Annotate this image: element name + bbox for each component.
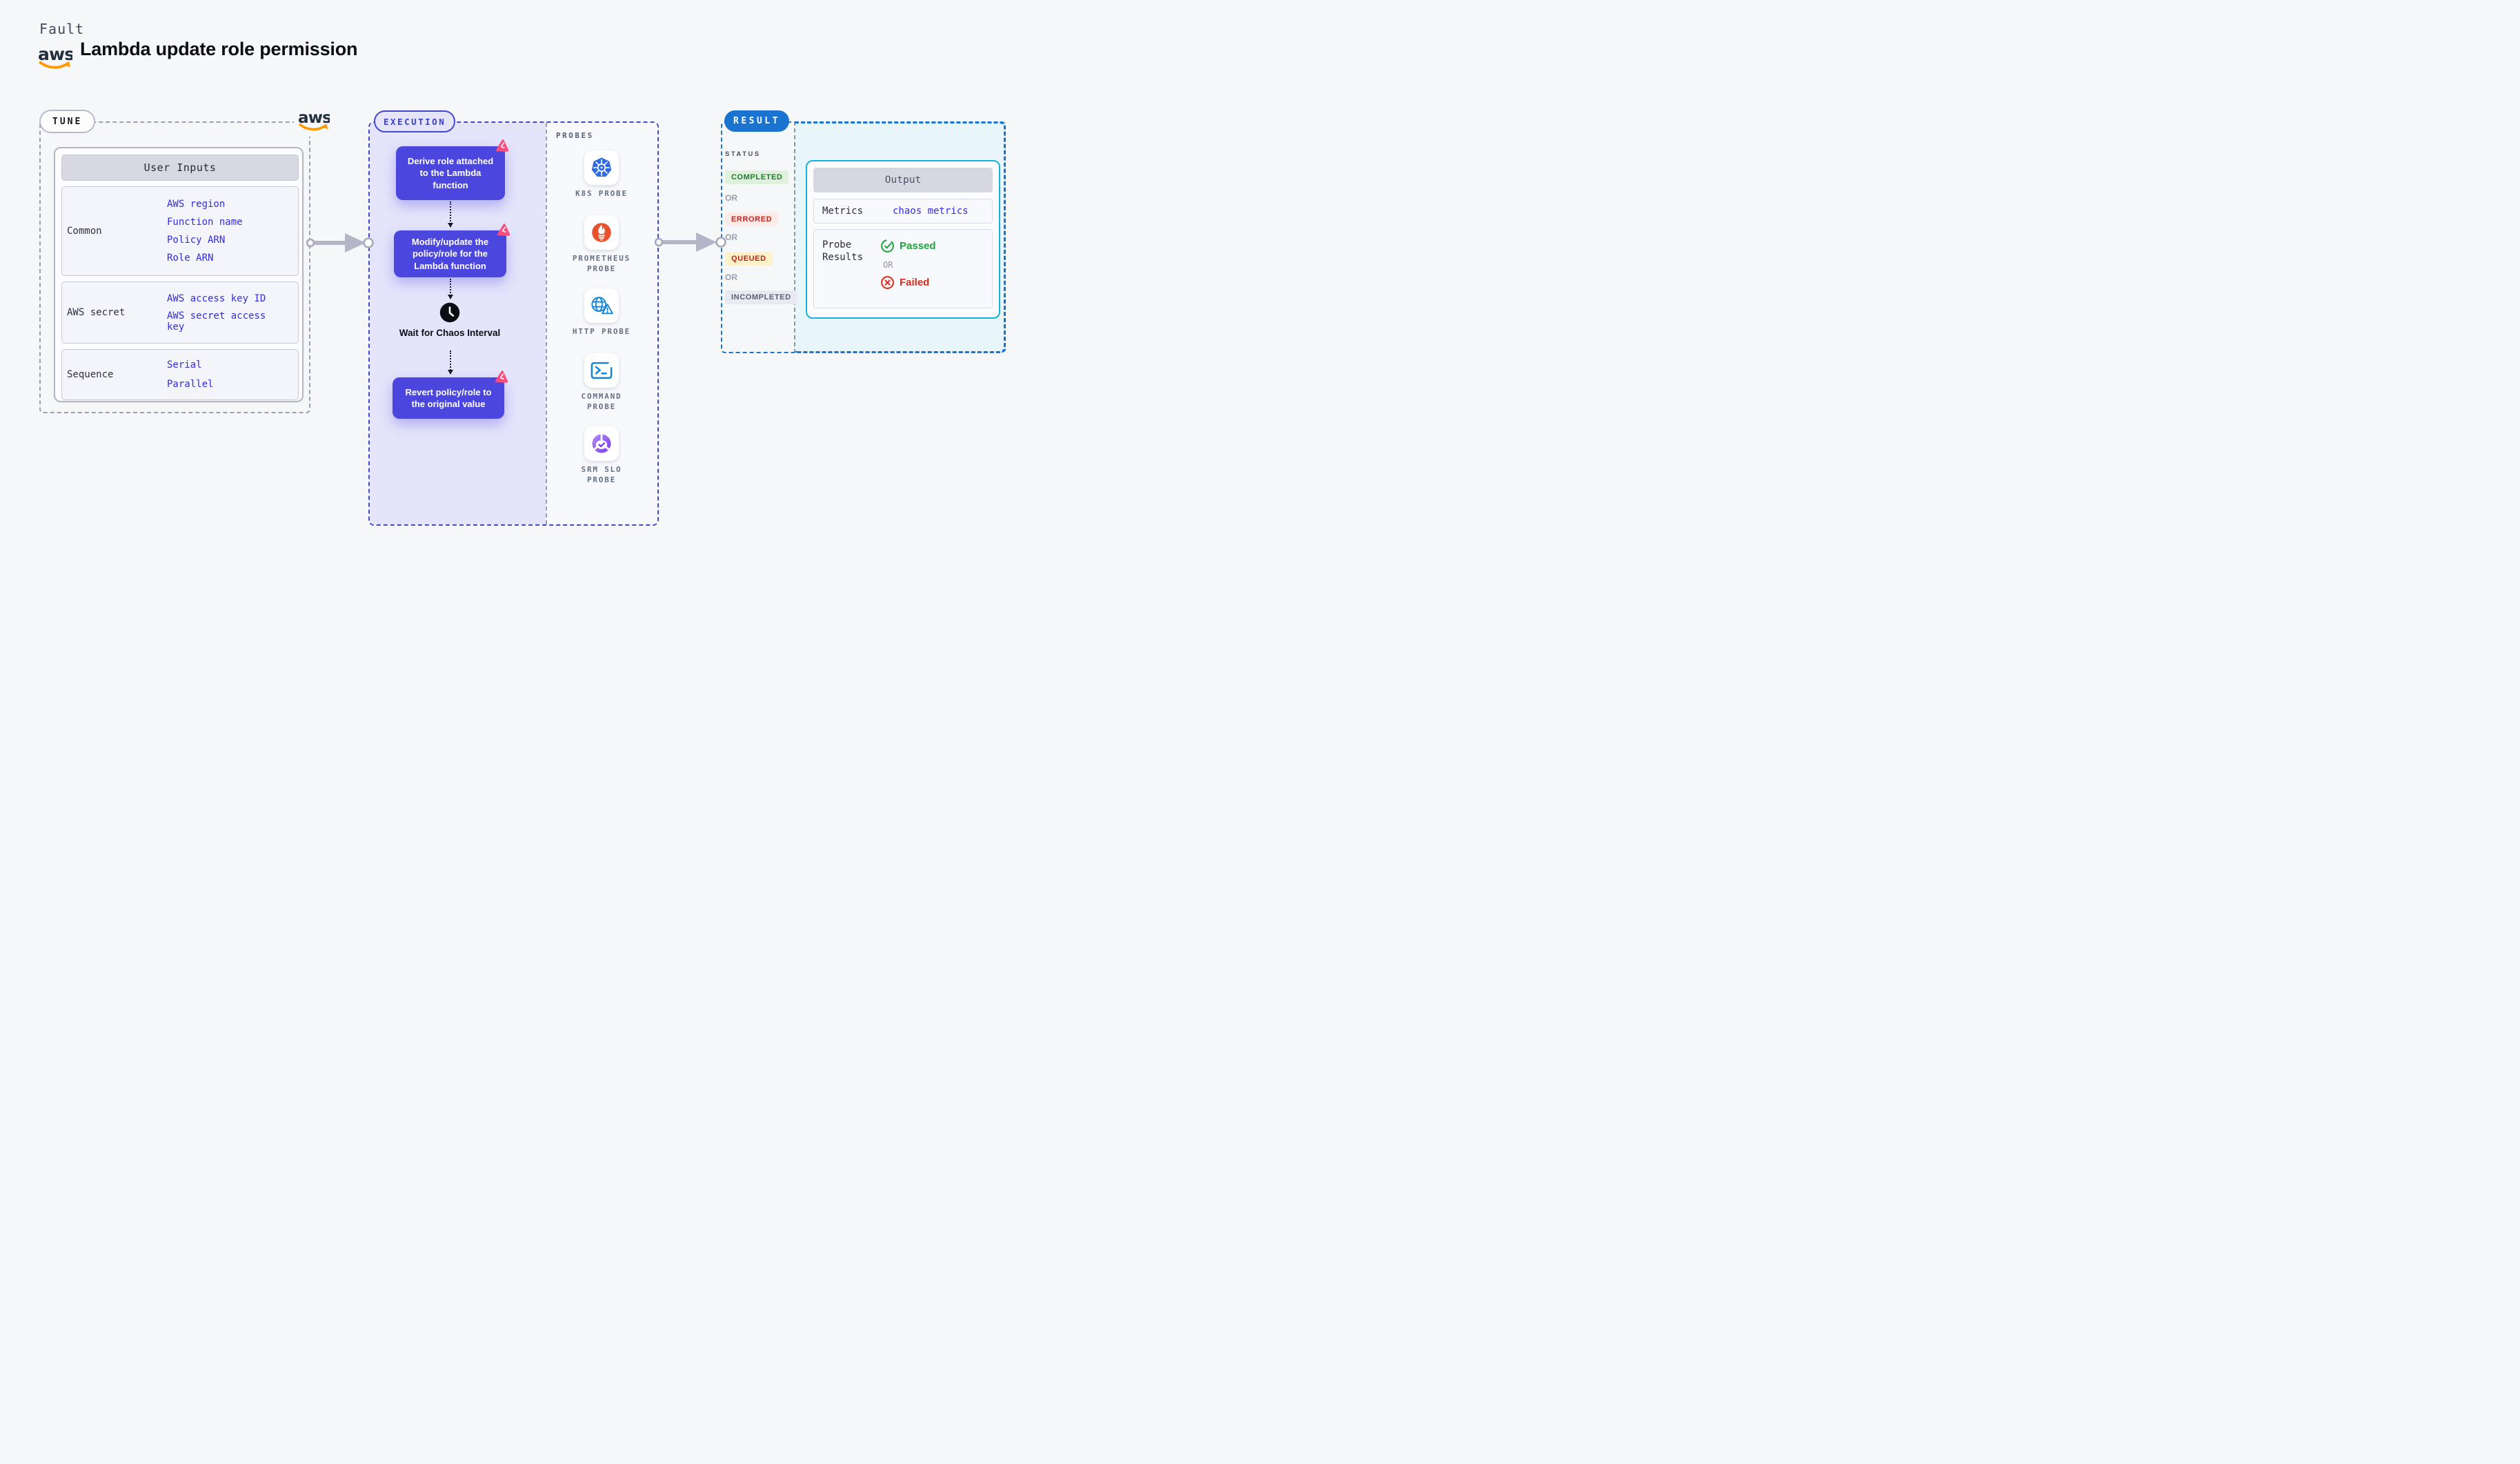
aws-logo: aws [38, 44, 72, 69]
probe-label: K8S PROBE [575, 189, 628, 198]
tune-badge: TUNE [39, 110, 96, 133]
chaoshub-pink-icon [495, 370, 508, 383]
probe-results-row: Probe Results Passed OR Failed [813, 229, 993, 308]
link-parallel[interactable]: Parallel [167, 379, 214, 390]
slo-gauge-icon [584, 426, 619, 461]
probe-result-failed: Failed [880, 275, 929, 290]
aws-smile-arrow [323, 123, 328, 130]
row-label-common: Common [67, 226, 102, 237]
link-aws-access-key-id[interactable]: AWS access key ID [167, 293, 266, 304]
failed-label: Failed [900, 277, 930, 288]
aws-logo-small: aws [298, 109, 330, 131]
probe-command: COMMAND PROBE [544, 353, 659, 412]
page-title: Lambda update role permission [80, 39, 358, 59]
probe-result-passed: Passed [880, 239, 936, 253]
status-badge-completed: COMPLETED [725, 170, 789, 184]
aws-smile-swoosh [39, 61, 70, 69]
status-badge-queued: QUEUED [725, 252, 773, 266]
row-label-aws-secret: AWS secret [67, 307, 126, 318]
user-inputs-row-aws-secret: AWS secret AWS access key ID AWS secret … [61, 281, 299, 344]
status-or-label: OR [725, 273, 737, 282]
tune-to-execution-arrow [306, 233, 374, 253]
probe-k8s: K8S PROBE [544, 150, 659, 199]
probe-http: HTTP PROBE [544, 288, 659, 337]
probe-label: COMMAND PROBE [581, 392, 622, 411]
status-or-label: OR [725, 233, 737, 242]
wait-clock-icon [439, 302, 460, 323]
fault-eyebrow: Fault [39, 21, 85, 37]
metrics-label: Metrics [822, 206, 864, 217]
step-label: Revert policy/role to the original value [405, 386, 492, 409]
user-inputs-header: User Inputs [61, 155, 299, 181]
user-inputs-row-sequence: Sequence Serial Parallel [61, 349, 299, 400]
chaoshub-pink-icon [495, 139, 509, 152]
chaos-metrics-link[interactable]: chaos metrics [893, 206, 969, 217]
prometheus-icon [584, 215, 619, 250]
link-function-name[interactable]: Function name [167, 217, 243, 228]
link-role-arn[interactable]: Role ARN [167, 253, 214, 264]
status-or-label: OR [725, 193, 737, 203]
terminal-icon [584, 353, 619, 388]
aws-logo-text: aws [38, 44, 72, 64]
row-links-common: AWS region Function name Policy ARN Role… [167, 187, 291, 275]
probes-heading: PROBES [556, 131, 594, 140]
link-aws-secret-access-key[interactable]: AWS secret access key [167, 310, 266, 333]
tune-section-box [39, 121, 310, 413]
probe-result-or-label: OR [883, 260, 893, 270]
metrics-row: Metrics chaos metrics [813, 199, 993, 224]
aws-smile-swoosh [299, 123, 327, 131]
aws-logo-small-wrap: aws [294, 102, 334, 137]
probe-srm-slo: SRM SLO PROBE [544, 426, 659, 485]
step-derive-role: Derive role attached to the Lambda funct… [396, 139, 509, 200]
probe-label: SRM SLO PROBE [581, 465, 622, 484]
step-modify-policy: Modify/update the policy/role for the La… [394, 224, 510, 277]
link-serial[interactable]: Serial [167, 359, 202, 370]
row-label-sequence: Sequence [67, 369, 114, 380]
link-aws-region[interactable]: AWS region [167, 199, 226, 210]
execution-to-result-arrow [655, 233, 726, 252]
check-circle-icon [881, 239, 894, 253]
output-panel: Output Metrics chaos metrics Probe Resul… [806, 160, 1000, 319]
http-globe-icon [584, 288, 619, 323]
status-badge-errored: ERRORED [725, 212, 779, 226]
user-inputs-row-common: Common AWS region Function name Policy A… [61, 186, 299, 276]
probe-prometheus: PROMETHEUS PROBE [544, 215, 659, 274]
step-label: Derive role attached to the Lambda funct… [407, 156, 494, 190]
row-links-aws-secret: AWS access key ID AWS secret access key [167, 282, 288, 343]
x-circle-icon [881, 276, 894, 289]
kubernetes-icon [584, 150, 619, 185]
probe-results-label: Probe Results [822, 239, 864, 263]
passed-label: Passed [900, 240, 936, 252]
execution-badge: EXECUTION [374, 110, 456, 132]
output-header: Output [813, 168, 993, 192]
step-revert-policy: Revert policy/role to the original value [393, 370, 508, 419]
status-heading: STATUS [725, 150, 761, 158]
aws-smile-arrow [65, 61, 70, 68]
probe-label: PROMETHEUS PROBE [572, 254, 631, 273]
aws-logo-small-text: aws [298, 109, 330, 127]
flow-connector [447, 279, 453, 299]
flow-connector [447, 350, 453, 375]
probe-label: HTTP PROBE [572, 327, 631, 336]
row-links-sequence: Serial Parallel [167, 350, 291, 399]
flow-connector [447, 201, 453, 228]
wait-for-chaos-interval-label: Wait for Chaos Interval [399, 328, 501, 338]
step-label: Modify/update the policy/role for the La… [411, 237, 489, 271]
chaoshub-pink-icon [497, 224, 510, 236]
status-badge-incompleted: INCOMPLETED [725, 290, 797, 304]
link-policy-arn[interactable]: Policy ARN [167, 235, 226, 246]
result-badge: RESULT [724, 110, 789, 132]
user-inputs-card: User Inputs Common AWS region Function n… [54, 147, 304, 402]
